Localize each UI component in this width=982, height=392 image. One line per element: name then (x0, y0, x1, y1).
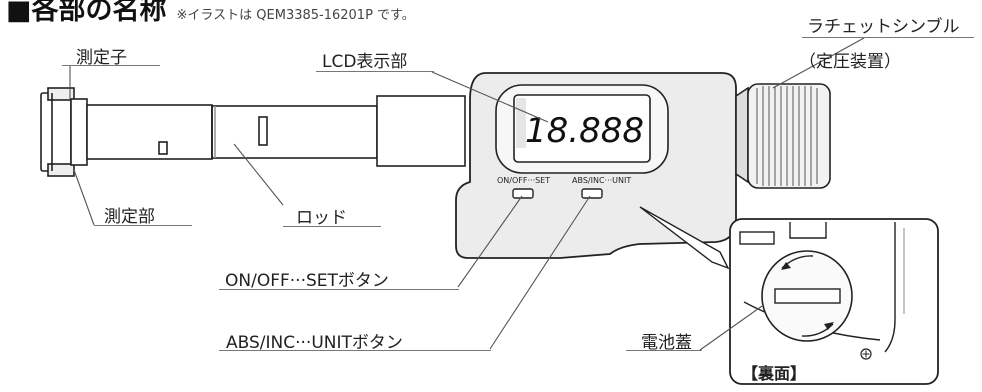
underline-measuring-part (94, 225, 192, 226)
back-side-panel (729, 218, 939, 385)
label-rod: ロッド (296, 208, 347, 228)
label-measuring-part: 測定部 (104, 207, 155, 227)
abs-inc-unit-button[interactable] (581, 188, 603, 199)
leader-lines (69, 37, 865, 351)
button-caption-left: ON/OFF···SET (497, 176, 550, 185)
callout-arrow (639, 206, 730, 270)
underline-ratchet (802, 37, 974, 38)
underline-lcd (316, 71, 434, 72)
label-lcd: LCD表示部 (322, 52, 408, 72)
ratchet-thimble (735, 83, 831, 189)
label-battery-cover: 電池蓋 (641, 333, 692, 353)
heading-title: ■各部の名称 (6, 0, 167, 26)
lcd-screen (513, 94, 651, 163)
label-probe: 測定子 (76, 48, 127, 68)
lcd-reading: 18.888 (525, 111, 644, 151)
underline-battery-cover (626, 350, 702, 351)
label-on-off-set-button: ON/OFF···SETボタン (225, 271, 389, 291)
underline-rod (283, 226, 381, 227)
label-abs-inc-unit-button: ABS/INC···UNITボタン (226, 333, 403, 353)
on-off-set-button[interactable] (512, 188, 534, 199)
underline-probe (62, 65, 160, 66)
heading-note: ※イラストは QEM3385-16201P です。 (176, 8, 415, 23)
label-back-side: 【裏面】 (742, 364, 807, 383)
label-ratchet-line1: ラチェットシンブル (807, 17, 960, 37)
probe-head (40, 87, 88, 177)
rod (86, 95, 466, 167)
label-ratchet-line2: （定圧装置） (799, 52, 901, 72)
button-caption-right: ABS/INC···UNIT (572, 176, 631, 185)
underline-abs-inc-unit (219, 350, 491, 351)
heading: ■各部の名称 ※イラストは QEM3385-16201P です。 (6, 0, 415, 27)
underline-on-off-set (219, 289, 459, 290)
